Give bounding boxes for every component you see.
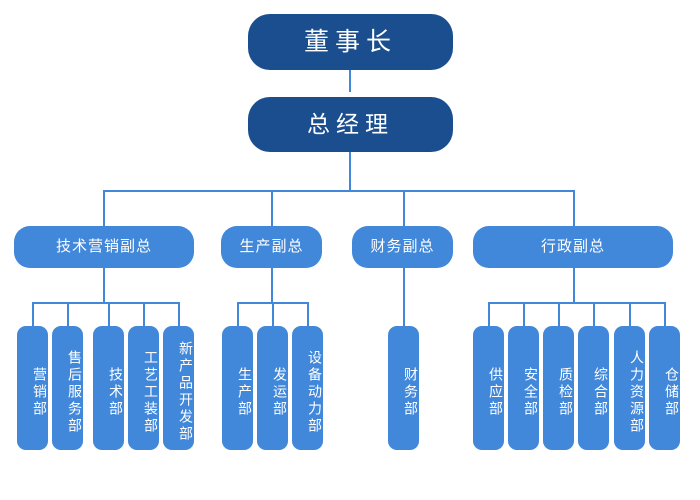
connector-bus-vp-2 — [271, 190, 273, 226]
connector-bus-vp-4 — [573, 190, 575, 226]
connector-vp1-d3 — [108, 302, 110, 326]
node-vp-finance[interactable]: 财务副总 — [352, 226, 453, 268]
connector-vp1-d1 — [32, 302, 34, 326]
node-dept-quality-inspection[interactable]: 质检部 — [543, 326, 574, 450]
connector-vp-bus — [103, 190, 575, 192]
connector-vp2-down — [271, 268, 273, 302]
connector-vp4-bus — [488, 302, 664, 304]
connector-gm-down — [349, 152, 351, 190]
node-dept-human-resources[interactable]: 人力资源部 — [614, 326, 645, 450]
node-general-manager[interactable]: 总经理 — [248, 97, 453, 152]
connector-vp1-down — [103, 268, 105, 302]
connector-bus-vp-1 — [103, 190, 105, 226]
connector-vp4-d5 — [629, 302, 631, 326]
node-dept-supply[interactable]: 供应部 — [473, 326, 504, 450]
connector-bus-vp-3 — [403, 190, 405, 226]
node-dept-production[interactable]: 生产部 — [222, 326, 253, 450]
node-dept-finance[interactable]: 财务部 — [388, 326, 419, 450]
connector-vp1-d4 — [143, 302, 145, 326]
node-dept-after-sales-service[interactable]: 售后服务部 — [52, 326, 83, 450]
node-dept-technology[interactable]: 技术部 — [93, 326, 124, 450]
connector-vp1-bus — [32, 302, 178, 304]
node-dept-process-tooling[interactable]: 工艺工装部 — [128, 326, 159, 450]
node-dept-marketing[interactable]: 营销部 — [17, 326, 48, 450]
node-dept-equipment-power[interactable]: 设备动力部 — [292, 326, 323, 450]
node-vp-administration[interactable]: 行政副总 — [473, 226, 673, 268]
connector-vp4-d3 — [558, 302, 560, 326]
node-dept-safety[interactable]: 安全部 — [508, 326, 539, 450]
connector-vp4-down — [573, 268, 575, 302]
node-chairman[interactable]: 董事长 — [248, 14, 453, 70]
node-vp-production[interactable]: 生产副总 — [221, 226, 322, 268]
connector-vp4-d2 — [523, 302, 525, 326]
node-dept-new-product-development[interactable]: 新产品开发部 — [163, 326, 194, 450]
connector-vp1-d2 — [67, 302, 69, 326]
connector-vp4-d1 — [488, 302, 490, 326]
connector-vp4-d4 — [593, 302, 595, 326]
connector-chairman-gm — [349, 70, 351, 92]
connector-vp1-d5 — [178, 302, 180, 326]
node-dept-general-affairs[interactable]: 综合部 — [578, 326, 609, 450]
node-dept-shipping[interactable]: 发运部 — [257, 326, 288, 450]
node-vp-tech-marketing[interactable]: 技术营销副总 — [14, 226, 194, 268]
node-dept-warehouse[interactable]: 仓储部 — [649, 326, 680, 450]
connector-vp4-d6 — [664, 302, 666, 326]
connector-vp2-d2 — [272, 302, 274, 326]
connector-vp2-d1 — [237, 302, 239, 326]
connector-vp2-d3 — [307, 302, 309, 326]
connector-vp3-down — [403, 268, 405, 326]
